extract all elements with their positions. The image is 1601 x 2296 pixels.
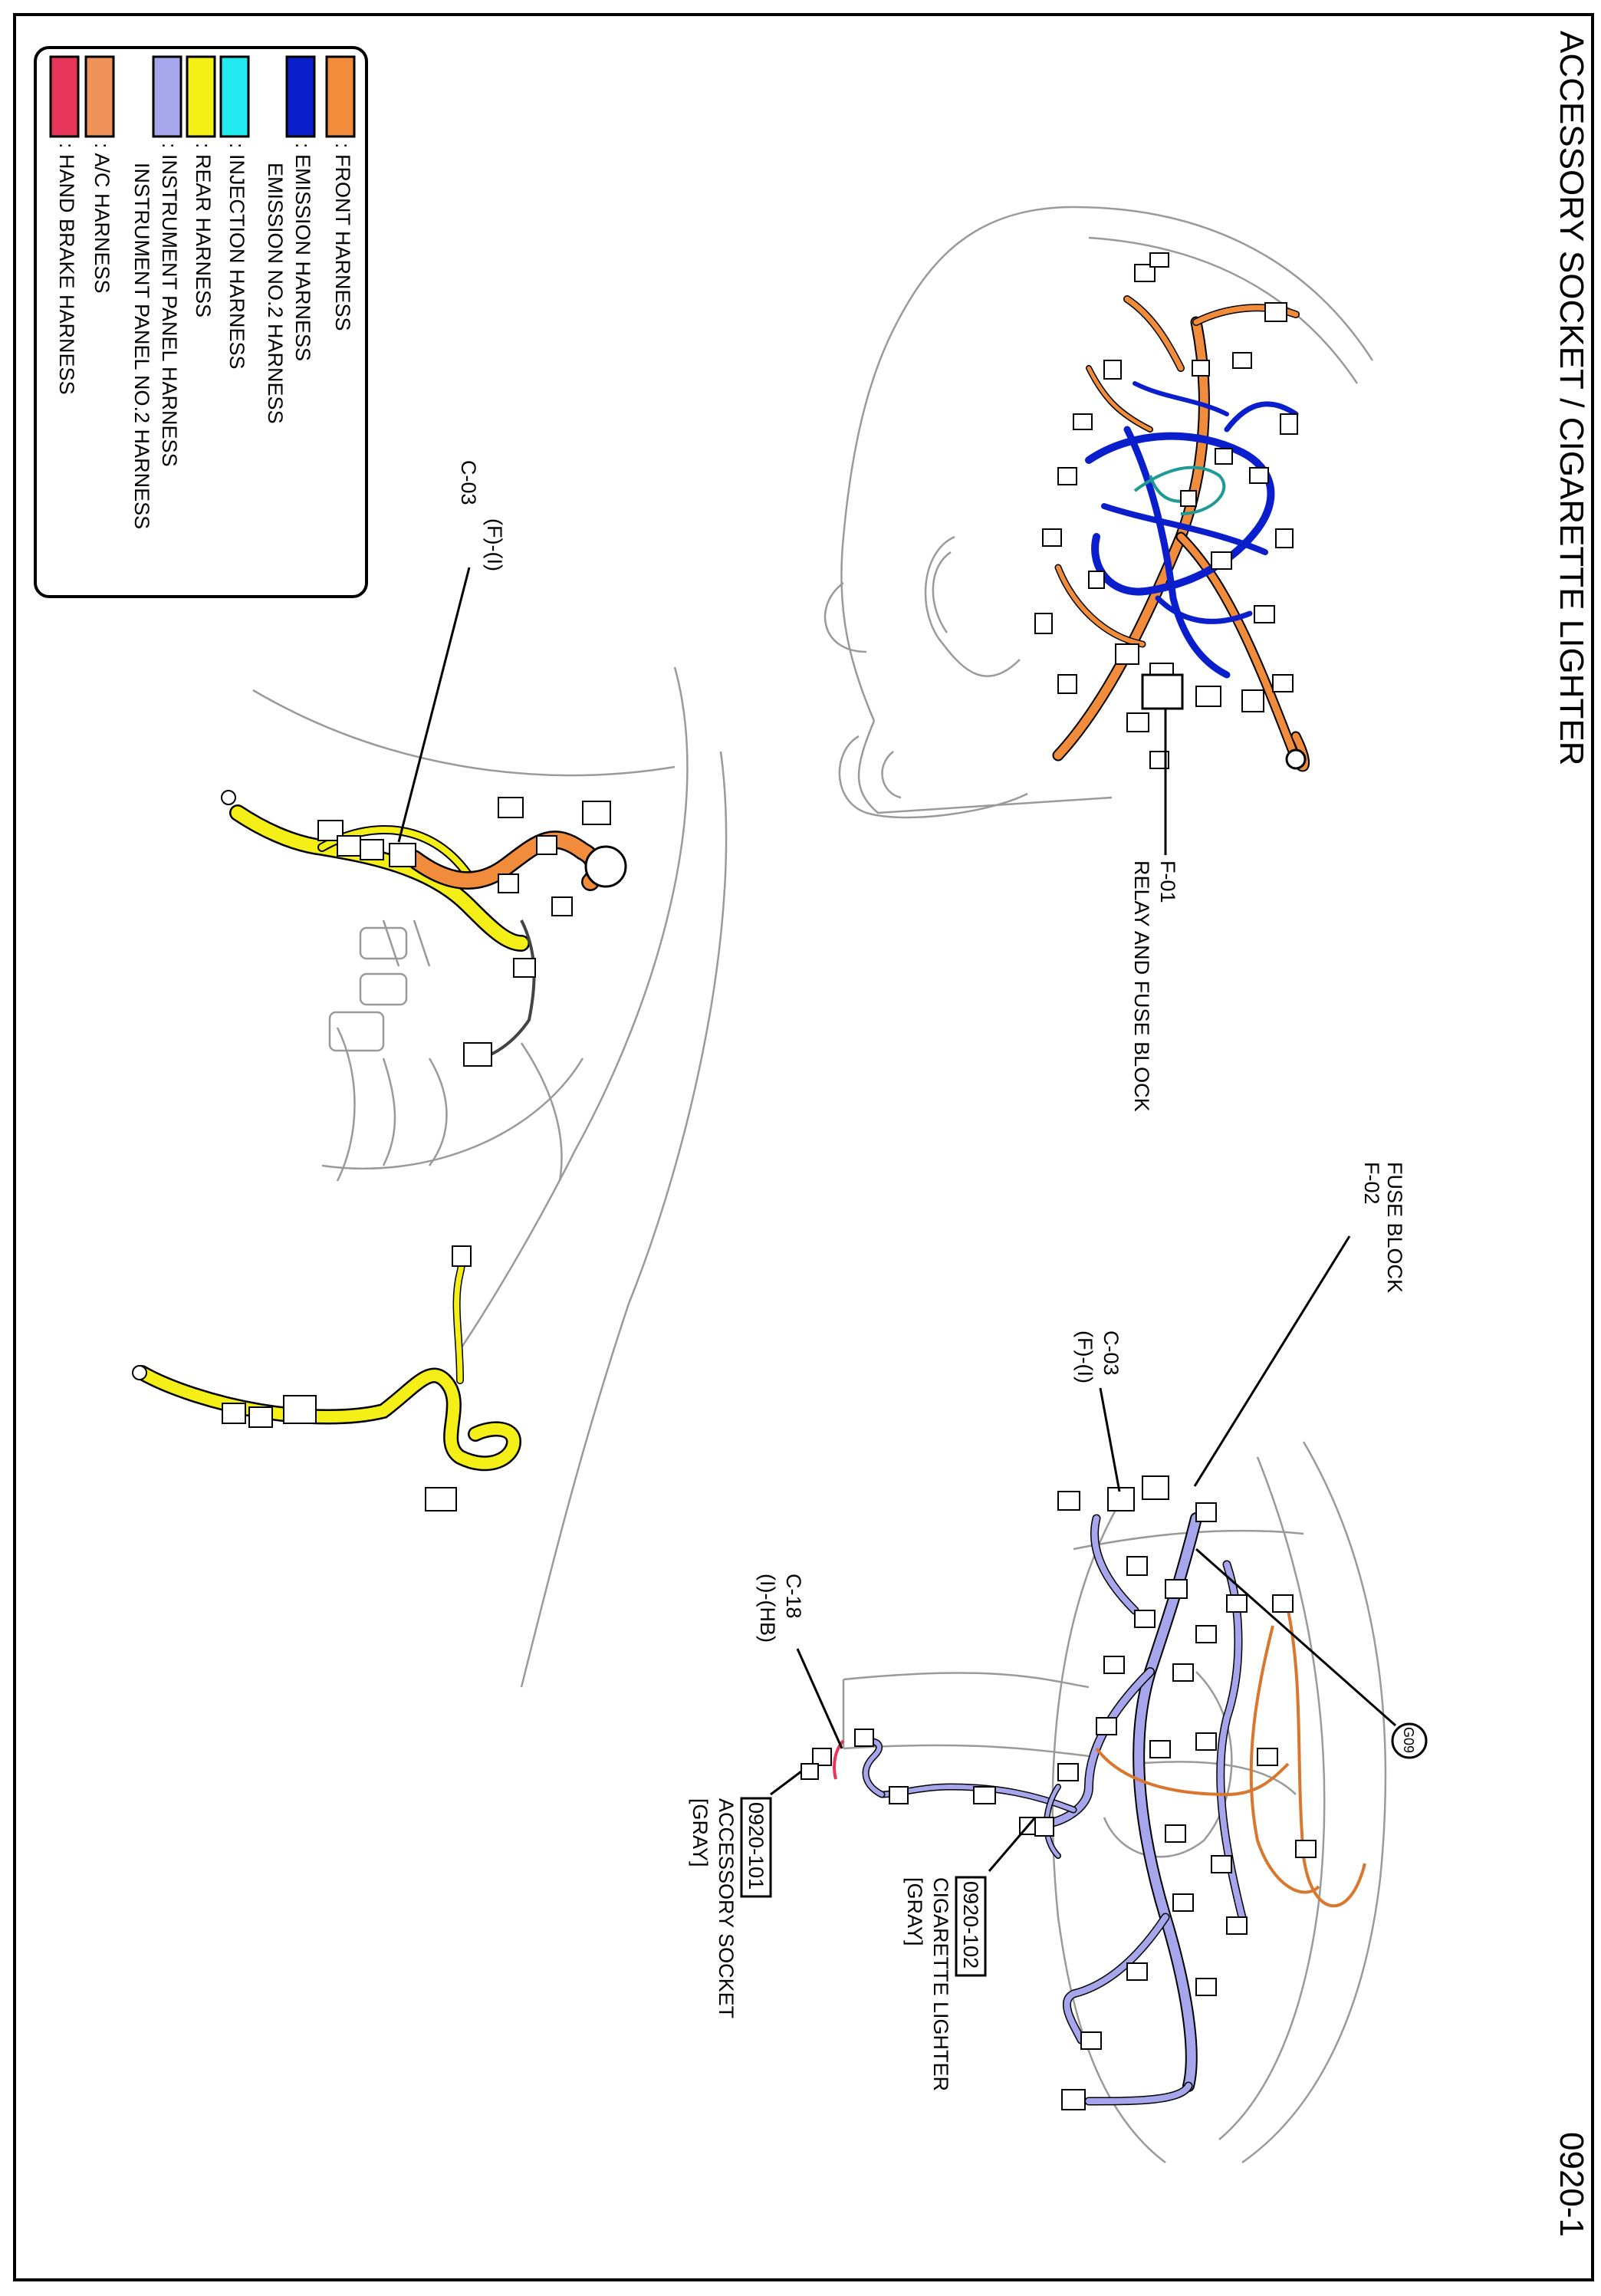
c03-panel-detail: (F)-(I) <box>1073 1331 1096 1383</box>
c18-detail: (I)-(HB) <box>756 1574 779 1643</box>
c03-floor-code: C-03 <box>457 460 480 505</box>
accessory-socket-code-box <box>740 1797 772 1898</box>
floor-connectors <box>317 797 611 1067</box>
floor-harness-view: C-03 (F)-(I) <box>221 460 728 1688</box>
instrument-panel-view: FUSE BLOCK F-02 C-03 (F)-(I) G09 C-18 (I… <box>689 1162 1428 2164</box>
cigarette-lighter-name: CIGARETTE LIGHTER <box>929 1877 952 2091</box>
c03-floor-detail: (F)-(I) <box>483 518 506 571</box>
c18-code: C-18 <box>782 1574 805 1619</box>
legend-swatch-front <box>325 55 356 138</box>
fuse-block-code: F-02 <box>1360 1162 1383 1205</box>
ground-g09-marker <box>1391 1722 1428 1759</box>
rear-harness-view <box>132 1245 522 1511</box>
legend-swatch-emission <box>285 55 316 138</box>
page-number: 0920-1 <box>1553 2132 1590 2237</box>
c03-panel-code: C-03 <box>1100 1331 1123 1376</box>
accessory-socket-name: ACCESSORY SOCKET <box>715 1798 738 2018</box>
legend-swatch-instrument-panel <box>152 55 182 138</box>
fuse-block-name: FUSE BLOCK <box>1383 1162 1406 1293</box>
cigarette-lighter-code-box <box>955 1876 987 1977</box>
page-border <box>13 13 1594 2281</box>
relay-fuse-block-shape <box>1141 673 1184 710</box>
legend: : FRONT HARNESS : EMISSION HARNESS EMISS… <box>34 46 368 598</box>
hand-brake-wire <box>833 1739 845 1780</box>
cigarette-lighter-code: 0920-102 <box>959 1881 982 1969</box>
engine-bay-body-outline <box>824 206 1374 819</box>
cigarette-lighter-color: [GRAY] <box>903 1877 926 1946</box>
accessory-socket-code: 0920-101 <box>745 1802 768 1890</box>
emission-harness <box>1085 381 1299 679</box>
legend-label-emission-no2: EMISSION NO.2 HARNESS <box>264 163 287 424</box>
legend-label-emission: : EMISSION HARNESS <box>291 143 314 361</box>
legend-swatch-ac <box>84 55 115 138</box>
floor-body-outline <box>252 666 728 1688</box>
instrument-panel-harness <box>862 1512 1247 2106</box>
legend-label-front: : FRONT HARNESS <box>331 143 354 331</box>
legend-label-instrument-panel: : INSTRUMENT PANEL HARNESS <box>158 143 181 467</box>
relay-fuse-block-code: F-01 <box>1156 860 1179 903</box>
legend-swatch-rear <box>186 55 216 138</box>
legend-label-hand-brake: : HAND BRAKE HARNESS <box>55 143 78 395</box>
instrument-panel-connectors <box>854 1475 1317 2110</box>
legend-swatch-injection <box>219 55 250 138</box>
ground-g09-label: G09 <box>1401 1727 1416 1753</box>
legend-swatches <box>49 55 356 138</box>
engine-bay-view: F-01 RELAY AND FUSE BLOCK <box>824 206 1374 1112</box>
legend-swatch-hand-brake <box>49 55 80 138</box>
legend-label-rear: : REAR HARNESS <box>192 143 215 317</box>
legend-label-instrument-panel-no2: INSTRUMENT PANEL NO.2 HARNESS <box>130 163 153 529</box>
accessory-socket-color: [GRAY] <box>689 1798 712 1867</box>
relay-fuse-block-name: RELAY AND FUSE BLOCK <box>1130 860 1153 1112</box>
engine-bay-connectors <box>1034 252 1298 769</box>
dash-outline <box>842 1441 1387 2164</box>
legend-label-ac: : A/C HARNESS <box>90 143 113 294</box>
legend-label-injection: : INJECTION HARNESS <box>225 143 248 370</box>
grommet <box>584 845 627 888</box>
page-title: ACCESSORY SOCKET / CIGARETTE LIGHTER <box>1553 31 1590 765</box>
